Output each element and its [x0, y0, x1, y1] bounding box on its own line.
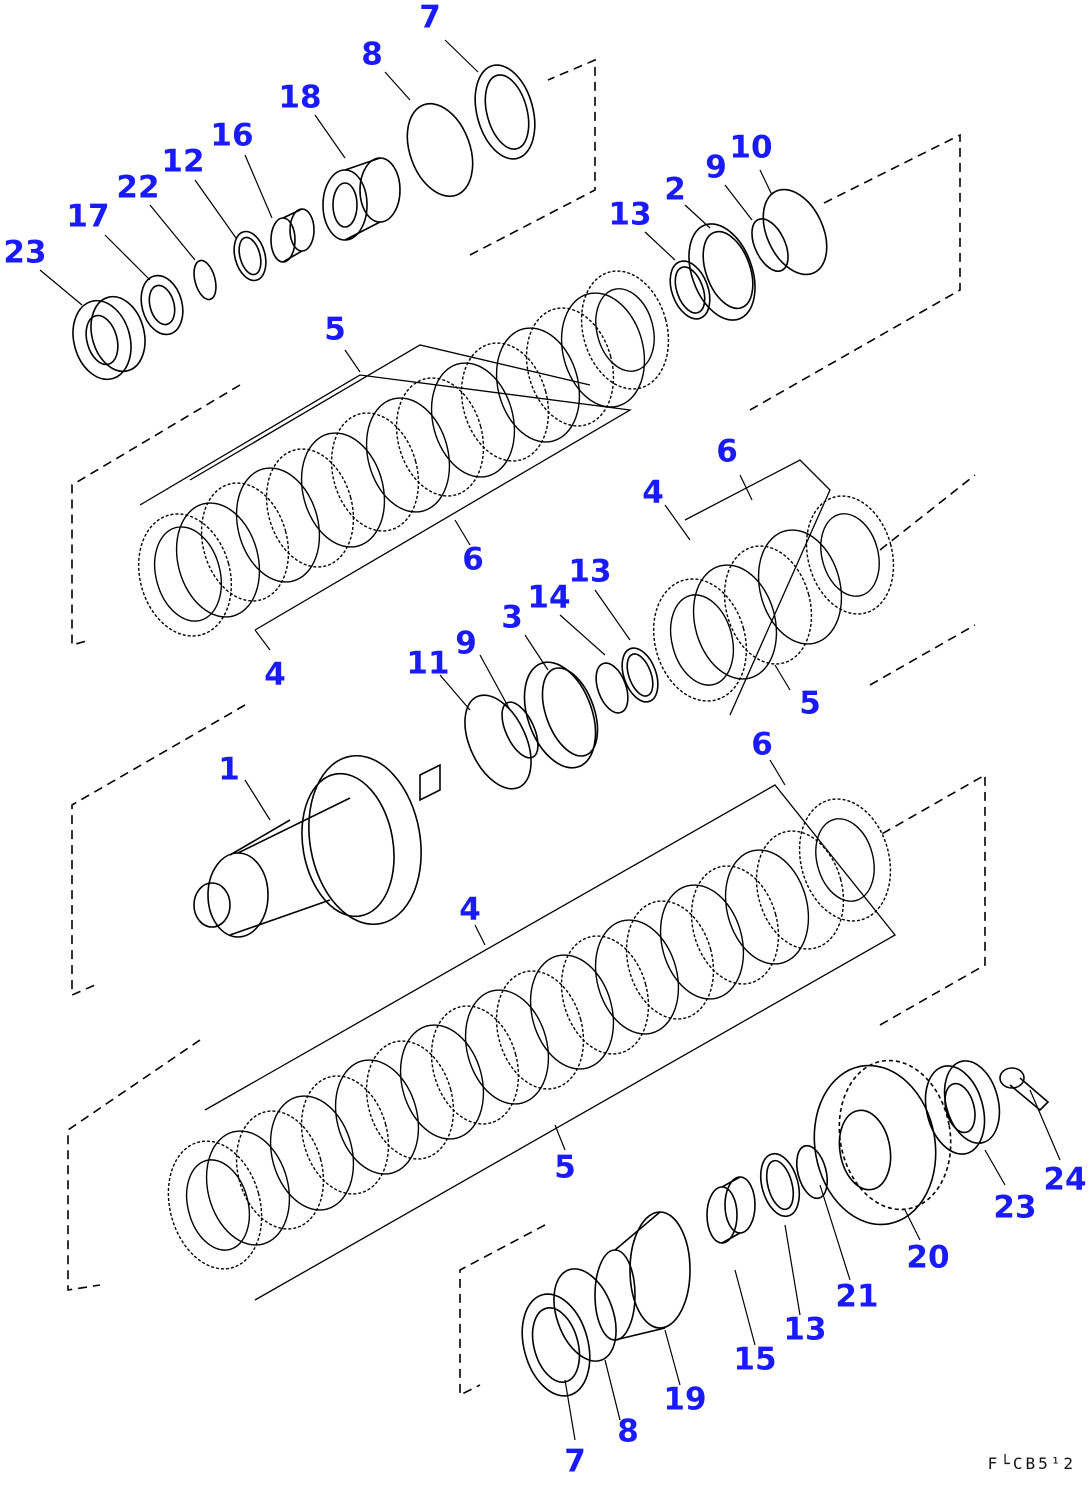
bracket-set-right [685, 460, 830, 715]
callout-9-upper: 9 [705, 149, 727, 186]
callout-8-top: 8 [361, 36, 383, 73]
bracket-set-lower [205, 785, 895, 1300]
callout-14: 14 [527, 579, 571, 616]
part-8-top-snap-ring [395, 95, 484, 206]
callout-18: 18 [278, 79, 322, 116]
group-box-lower-clutch [68, 775, 985, 1290]
part-20-gear [802, 1052, 962, 1235]
part-23-bottom-bearing [916, 1055, 1008, 1161]
clutch-pack-upper [125, 261, 681, 646]
part-13-middle-ring [615, 643, 664, 707]
part-23-top-bearing [65, 291, 153, 386]
part-19-carrier [595, 1212, 690, 1340]
part-16-needle-bearing [271, 209, 314, 262]
clutch-pack-right [640, 486, 906, 711]
callout-6-lower: 6 [751, 726, 773, 763]
callout-24: 24 [1043, 1161, 1087, 1198]
part-3-piston [511, 652, 609, 777]
callout-9-middle: 9 [455, 625, 477, 662]
callout-20: 20 [906, 1239, 950, 1276]
part-12-ring [229, 228, 271, 284]
group-box-top [470, 60, 595, 255]
callout-4-right: 4 [642, 474, 664, 511]
part-10-ring [751, 179, 840, 284]
callout-22: 22 [116, 169, 160, 206]
part-15-bearing [707, 1177, 755, 1243]
callout-12: 12 [161, 143, 205, 180]
callout-23-top: 23 [3, 234, 47, 271]
part-1-drum-shaft [194, 747, 440, 937]
part-11-ring [451, 685, 544, 799]
bracket-set-5-upper [140, 345, 630, 630]
callout-5-upper: 5 [324, 311, 346, 348]
callout-7-top: 7 [419, 0, 441, 36]
part-22-ring [190, 258, 220, 302]
leader-lines [40, 40, 1060, 1440]
part-9-upper-ring [745, 213, 796, 276]
part-24-bolt [1000, 1068, 1048, 1110]
part-18-top-bearing [323, 158, 400, 240]
part-13-upper-ring [663, 256, 717, 325]
part-17-washer [135, 271, 189, 339]
group-box-middle [72, 475, 975, 995]
callout-4-lower: 4 [459, 891, 481, 928]
part-7-bottom-plate [512, 1286, 601, 1403]
callout-11: 11 [406, 645, 450, 682]
callout-16: 16 [210, 117, 254, 154]
callout-5-lower: 5 [554, 1149, 576, 1186]
callout-2: 2 [664, 171, 686, 208]
group-box-upper-clutch [72, 135, 960, 645]
callout-6-upper: 6 [462, 541, 484, 578]
callout-17: 17 [66, 198, 110, 235]
group-box-bottom [460, 1225, 545, 1395]
callout-10: 10 [729, 129, 773, 166]
callout-23-bottom: 23 [993, 1189, 1037, 1226]
callout-5-right: 5 [799, 685, 821, 722]
callout-7-bottom: 7 [564, 1443, 586, 1480]
callout-4-upper: 4 [264, 656, 286, 693]
callout-8-bottom: 8 [617, 1413, 639, 1450]
part-14-ring [590, 659, 634, 717]
callout-19: 19 [663, 1381, 707, 1418]
callout-13-bottom: 13 [783, 1311, 827, 1348]
part-21-ring [791, 1142, 832, 1201]
callout-3: 3 [501, 599, 523, 636]
callout-1: 1 [218, 751, 240, 788]
callout-6-right: 6 [716, 433, 738, 470]
part-7-top-plate [466, 58, 545, 165]
part-13-bottom-ring [754, 1149, 805, 1220]
callout-15: 15 [733, 1341, 777, 1378]
part-2-piston [677, 215, 768, 329]
callout-13-middle: 13 [568, 553, 612, 590]
figure-code: F└CB5¹2 [987, 1454, 1076, 1473]
part-9-middle-ring [495, 697, 546, 763]
part-8-bottom-snap-ring [542, 1260, 627, 1369]
callout-21: 21 [835, 1278, 879, 1315]
callout-13-upper: 13 [608, 196, 652, 233]
clutch-pack-lower [155, 789, 904, 1280]
